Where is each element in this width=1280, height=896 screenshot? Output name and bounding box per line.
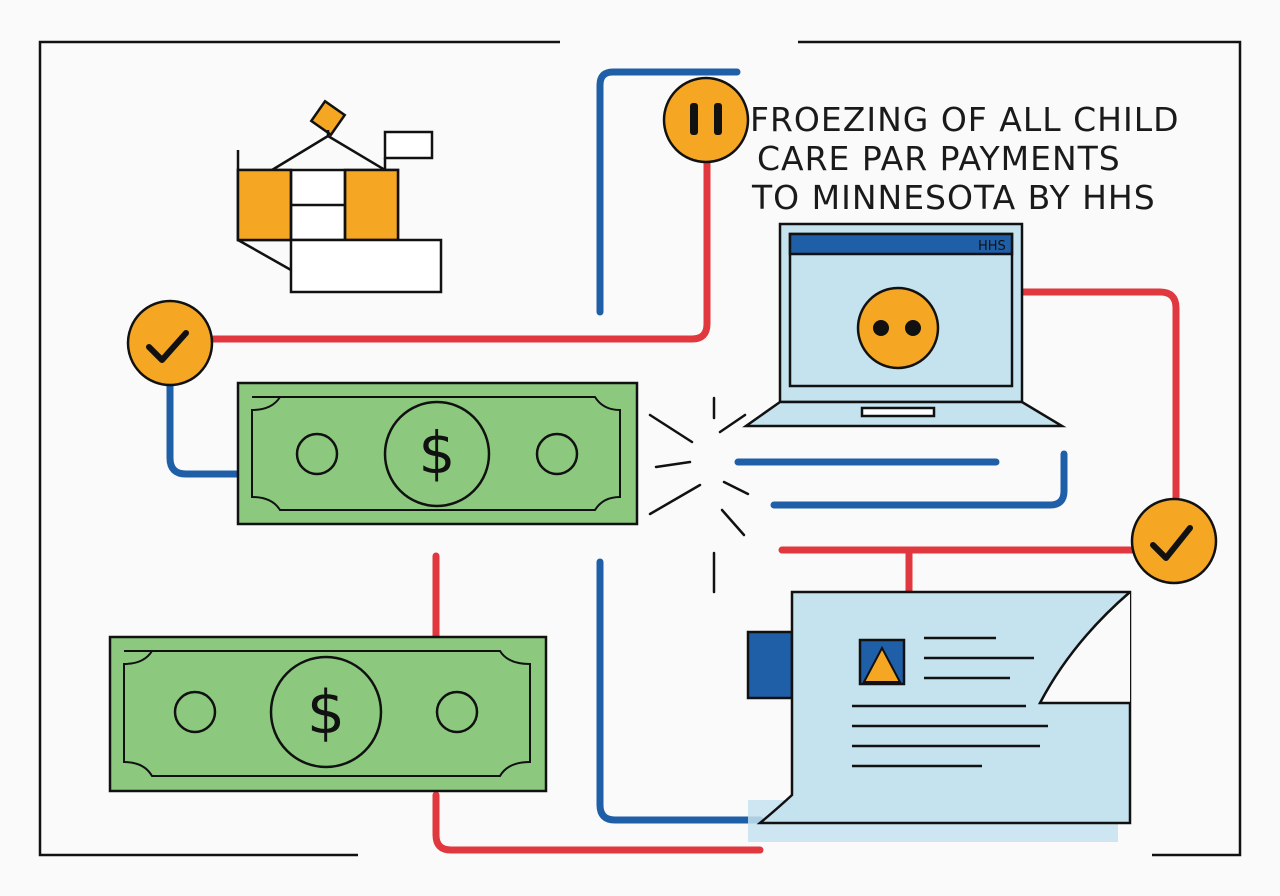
headline-line-1: FROEZING OF ALL CHILD (750, 100, 1180, 139)
laptop-icon: HHS (742, 222, 1067, 428)
headline: FROEZING OF ALL CHILD CARE PAR PAYMENTS … (750, 100, 1191, 217)
check-icon-right (1130, 497, 1218, 585)
headline-line-2: CARE PAR PAYMENTS (757, 139, 1121, 178)
face-icon (856, 286, 940, 370)
dollar-symbol: $ (419, 419, 456, 487)
headline-line-3: TO MINNESOTA BY HHS (751, 178, 1156, 217)
check-icon-left (126, 299, 214, 387)
pause-icon (662, 76, 750, 164)
building-icon (236, 99, 443, 294)
dollar-bill-icon: $ (236, 381, 639, 526)
frame (38, 40, 1242, 857)
dollar-bill-icon: $ (108, 635, 548, 793)
laptop-screen-label: HHS (978, 239, 1006, 254)
blue-connector-lines (166, 68, 1068, 824)
burst-icon (648, 396, 750, 594)
dollar-symbol: $ (307, 678, 345, 748)
document-icon (746, 590, 1132, 842)
red-connector-lines (210, 146, 1180, 854)
